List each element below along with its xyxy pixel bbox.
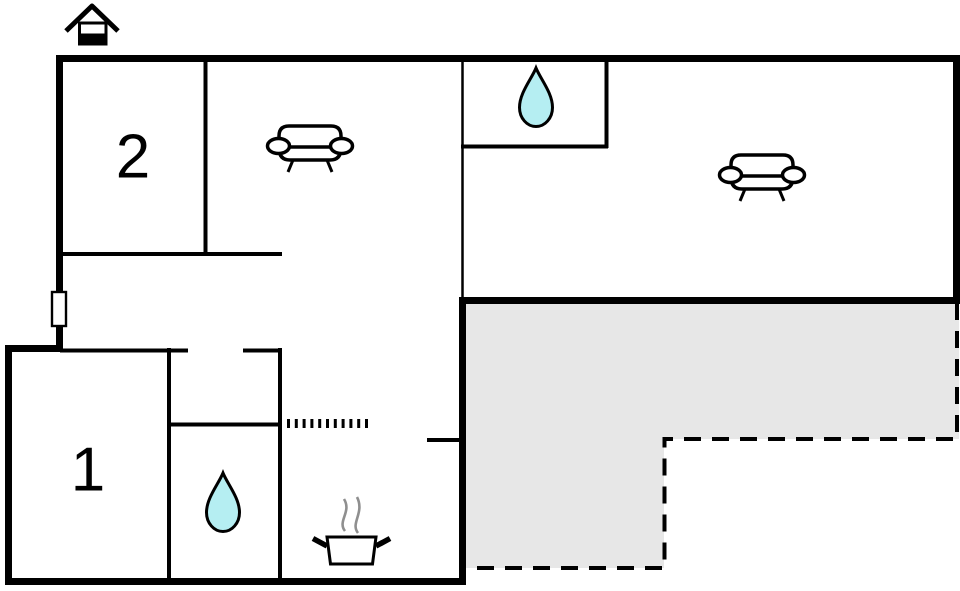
sofa-icon-middle-room xyxy=(265,124,355,174)
interior-walls xyxy=(58,58,609,583)
entrance-house-door xyxy=(78,33,107,44)
sofa-icon-living-room xyxy=(717,153,807,203)
water-drop-icon-lower-bathroom xyxy=(205,471,241,533)
cooking-pot-icon xyxy=(311,496,392,566)
pot-body xyxy=(325,535,378,566)
dashed-terrace-outline xyxy=(467,303,959,570)
pot-handle-left xyxy=(311,536,329,549)
room-2-label: 2 xyxy=(116,123,150,192)
water-drop-icon-top-bathroom xyxy=(518,66,554,128)
window-marker xyxy=(50,290,68,328)
pot-handle-right xyxy=(374,536,392,549)
entrance-house-icon xyxy=(64,3,120,46)
steam-line-left xyxy=(341,498,348,532)
steam-line-right xyxy=(354,496,361,534)
room-1-label: 1 xyxy=(71,436,105,505)
entrance-house-roof xyxy=(64,3,120,33)
terrace-area xyxy=(464,300,959,568)
